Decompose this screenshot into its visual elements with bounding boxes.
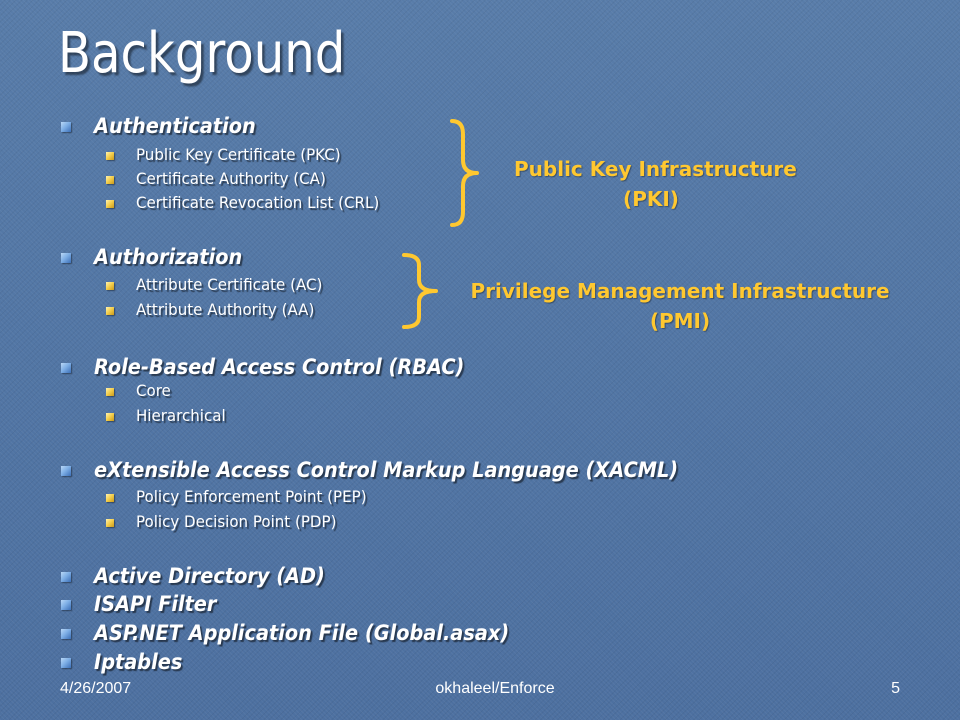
bullet-label: ISAPI Filter [94, 592, 217, 616]
pmi-label-line1: Privilege Management Infrastructure [470, 279, 890, 303]
square-bullet-icon [61, 572, 71, 582]
pmi-brace-icon [402, 253, 438, 329]
sub-bullet-core: Core [106, 380, 173, 402]
square-bullet-icon [61, 600, 71, 610]
square-bullet-icon [106, 200, 114, 208]
bullet-label: Active Directory (AD) [94, 564, 325, 588]
bullet-label: eXtensible Access Control Markup Languag… [94, 458, 679, 482]
pki-label-line2: (PKI) [623, 187, 679, 211]
footer-page-number: 5 [891, 680, 900, 697]
square-bullet-icon [61, 363, 71, 373]
square-bullet-icon [61, 658, 71, 668]
footer-author: okhaleel/Enforce [435, 680, 555, 697]
sub-bullet-label: Certificate Revocation List (CRL) [136, 193, 380, 212]
bullet-xacml: eXtensible Access Control Markup Languag… [61, 456, 729, 484]
square-bullet-icon [106, 388, 114, 396]
bullet-label: Authentication [94, 114, 256, 138]
square-bullet-icon [106, 307, 114, 315]
square-bullet-icon [61, 122, 71, 132]
square-bullet-icon [106, 152, 114, 160]
bullet-rbac: Role-Based Access Control (RBAC) [61, 353, 497, 381]
footer-date: 4/26/2007 [60, 680, 132, 697]
sub-bullet-label: Policy Decision Point (PDP) [136, 512, 337, 531]
sub-bullet-label: Core [136, 381, 171, 400]
square-bullet-icon [106, 494, 114, 502]
bullet-label: ASP.NET Application File (Global.asax) [94, 621, 510, 645]
sub-bullet-label: Hierarchical [136, 406, 226, 425]
sub-bullet-ca: Certificate Authority (CA) [106, 168, 338, 190]
sub-bullet-aa: Attribute Authority (AA) [106, 299, 326, 321]
sub-bullet-pkc: Public Key Certificate (PKC) [106, 144, 354, 166]
bullet-authentication: Authentication [61, 112, 270, 140]
square-bullet-icon [106, 519, 114, 527]
sub-bullet-label: Policy Enforcement Point (PEP) [136, 487, 367, 506]
bullet-isapi-filter: ISAPI Filter [61, 590, 227, 618]
bullet-label: Role-Based Access Control (RBAC) [94, 355, 465, 379]
pmi-label: Privilege Management Infrastructure (PMI… [456, 276, 904, 336]
sub-bullet-hierarchical: Hierarchical [106, 405, 231, 427]
bullet-label: Authorization [94, 245, 243, 269]
pki-label-line1: Public Key Infrastructure [514, 157, 797, 181]
pki-brace-icon [450, 119, 479, 227]
square-bullet-icon [106, 413, 114, 421]
bullet-asp-net: ASP.NET Application File (Global.asax) [61, 619, 545, 647]
pmi-label-line2: (PMI) [649, 309, 711, 333]
bullet-iptables: Iptables [61, 648, 190, 676]
square-bullet-icon [106, 176, 114, 184]
sub-bullet-crl: Certificate Revocation List (CRL) [106, 192, 395, 214]
pki-label: Public Key Infrastructure (PKI) [514, 154, 797, 214]
square-bullet-icon [61, 629, 71, 639]
square-bullet-icon [61, 466, 71, 476]
bullet-label: Iptables [94, 650, 183, 674]
sub-bullet-ac: Attribute Certificate (AC) [106, 274, 334, 296]
square-bullet-icon [106, 282, 114, 290]
sub-bullet-pdp: Policy Decision Point (PDP) [106, 511, 349, 533]
bullet-active-directory: Active Directory (AD) [61, 562, 345, 590]
sub-bullet-label: Attribute Authority (AA) [136, 300, 315, 319]
sub-bullet-label: Certificate Authority (CA) [136, 169, 326, 188]
sub-bullet-label: Public Key Certificate (PKC) [136, 145, 341, 164]
slide-title: Background [58, 21, 346, 86]
sub-bullet-pep: Policy Enforcement Point (PEP) [106, 486, 381, 508]
square-bullet-icon [61, 253, 71, 263]
bullet-authorization: Authorization [61, 243, 255, 271]
sub-bullet-label: Attribute Certificate (AC) [136, 275, 323, 294]
